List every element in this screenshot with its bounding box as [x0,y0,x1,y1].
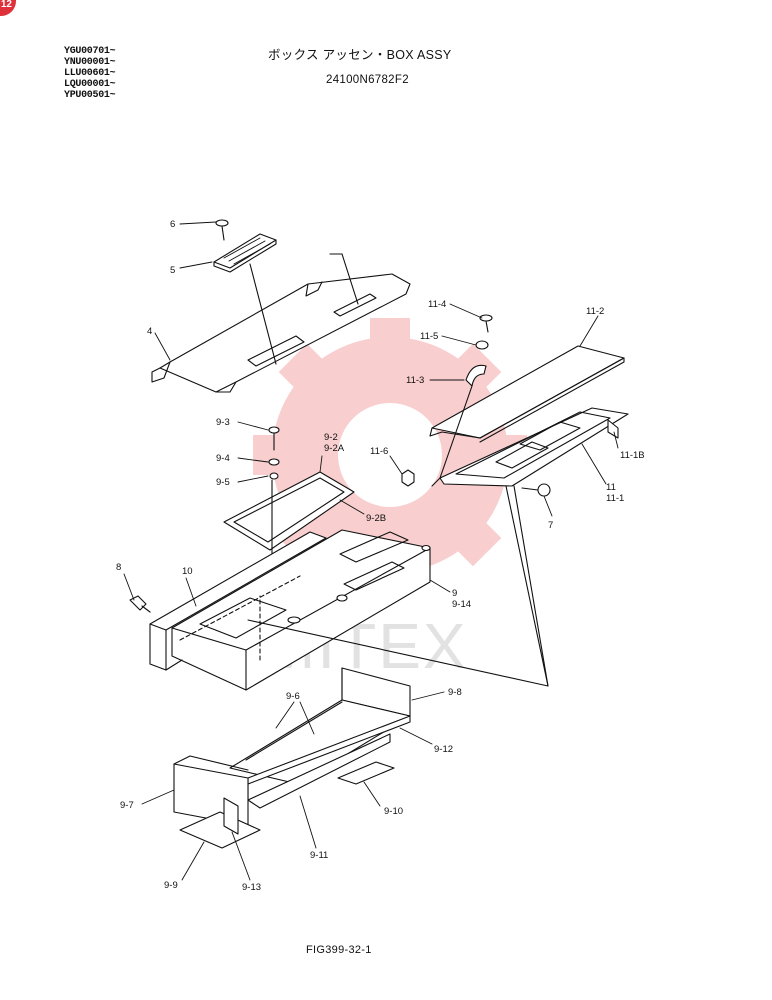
callout-label: 8 [116,562,121,573]
callout-label: 11-4 [428,299,446,310]
callout-label: 11-6 [370,446,388,457]
part-9-10-pad [337,761,395,785]
callout-label: 9-13 [242,882,261,893]
part-number: 24100N6782F2 [326,74,409,86]
callout-label: 9-3 [216,417,230,428]
callout-label: 7 [548,520,553,531]
leader-lines [123,221,619,881]
callout-label: 9-6 [286,691,300,702]
part-9-3-bolt [268,426,280,451]
callout-label: 11 [606,482,616,493]
callout-label: 9-8 [448,687,462,698]
callout-label: 9-5 [216,477,230,488]
part-11-1-frame [431,407,629,487]
serial-range-list: YGU00701~ YNU00001~ LLU00601~ LQU00001~ … [64,46,116,101]
callout-label: 11-1B [620,450,645,461]
serial-range: YNU00001~ [64,57,116,68]
serial-range: YGU00701~ [64,46,116,57]
callout-label: 9-12 [434,744,453,755]
serial-range: YPU00501~ [64,90,116,101]
callout-label: 9-7 [120,800,134,811]
page-title: ボックス アッセン・BOX ASSY [268,48,452,62]
callout-label: 9-9 [164,880,178,891]
part-5-grille [213,233,277,273]
part-7-pin [505,483,551,687]
callout-label: 9-11 [310,850,328,861]
part-10-side-panel [149,531,327,671]
callout-labels: 6 5 4 11-4 11-5 11-3 11-2 11-6 11-1B 11 … [116,219,645,893]
serial-range: LQU00001~ [64,79,116,90]
part-9-4-washer [268,458,280,466]
callout-label: 11-2 [586,306,604,317]
callout-label: 9 [452,588,457,599]
part-11-4-bolt [479,314,493,333]
part-6-screw [215,219,229,241]
callout-label: 5 [170,265,175,276]
figure-reference: FIG399-32-1 [306,944,372,956]
serial-range: LLU00601~ [64,68,116,79]
part-9-9-pad [179,811,261,849]
callout-label: 6 [170,219,175,230]
page-number: 12 [0,0,12,10]
part-11-2-panel [429,345,625,443]
callout-label: 11-3 [406,375,424,386]
callout-label: 9-14 [452,599,471,610]
callout-label: 9-4 [216,453,230,464]
part-9-11-bottom [247,733,391,809]
callout-label: 11-1 [606,493,624,504]
callout-label: 11-5 [420,331,438,342]
part-11-5-washer [475,340,489,350]
part-11-6-nut [401,469,415,487]
part-9-13-end [223,797,239,835]
part-9-5-washer [269,472,279,480]
part-9-box-body [171,529,431,691]
callout-label: 4 [147,326,152,337]
callout-label: 10 [182,566,193,577]
callout-label: 9-10 [384,806,403,817]
part-11-3-handle [439,364,487,479]
part-4-cover-plate [151,253,411,393]
callout-label: 9-2 [324,432,338,443]
callout-label: 9-2A [324,443,345,454]
callout-label: 9-2B [366,513,386,524]
